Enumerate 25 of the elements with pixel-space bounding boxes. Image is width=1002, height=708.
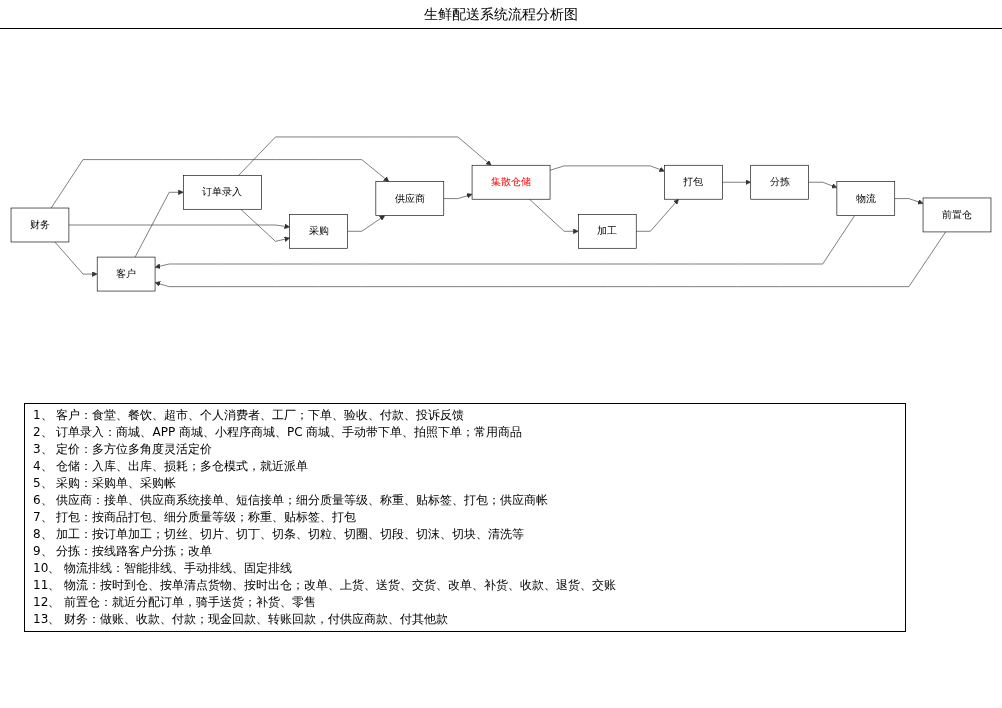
node-box: 加工	[578, 214, 637, 249]
note-text: 11、 物流：按时到仓、按单清点货物、按时出仓；改单、上货、送货、交货、改单、补货、收款、退货、交账	[33, 577, 618, 594]
node-box: 财务	[10, 207, 70, 243]
note-text: 10、 物流排线：智能排线、手动排线、固定排线	[33, 560, 294, 577]
note-text: 2、 订单录入：商城、APP 商城、小程序商城、PC 商城、手动带下单、拍照下单；常用商品	[33, 424, 524, 441]
node-box: 打包	[664, 164, 723, 200]
node-box: 集散仓储	[471, 164, 551, 200]
node-box: 供应商	[375, 181, 445, 216]
note-text: 6、 供应商：接单、供应商系统接单、短信接单；细分质量等级、称重、贴标签、打包；供应商帐	[33, 492, 550, 509]
note-text: 7、 打包：按商品打包、细分质量等级；称重、贴标签、打包	[33, 509, 358, 526]
note-text: 12、 前置仓：就近分配订单，骑手送货；补货、零售	[33, 594, 318, 611]
node-box: 前置仓	[922, 197, 992, 233]
diagram-title: 生鲜配送系统流程分析图	[0, 0, 1002, 29]
node-box: 客户	[96, 256, 156, 292]
note-text: 13、 财务：做账、收款、付款；现金回款、转账回款，付供应商款、付其他款	[33, 611, 450, 628]
note-text: 3、 定价：多方位多角度灵活定价	[33, 441, 214, 458]
node-box: 分拣	[750, 164, 809, 200]
node-box: 采购	[289, 214, 348, 249]
note-text: 4、 仓储：入库、出库、损耗；多仓模式，就近派单	[33, 458, 310, 475]
note-text: 9、 分拣：按线路客户分拣；改单	[33, 543, 214, 560]
node-box: 物流	[836, 181, 896, 216]
note-text: 8、 加工：按订单加工；切丝、切片、切丁、切条、切粒、切圈、切段、切沫、切块、清洗等	[33, 526, 526, 543]
note-text: 5、 采购：采购单、采购帐	[33, 475, 178, 492]
note-text: 1、 客户：食堂、餐饮、超市、个人消费者、工厂；下单、验收、付款、投诉反馈	[33, 407, 466, 424]
node-box: 订单录入	[183, 175, 262, 210]
